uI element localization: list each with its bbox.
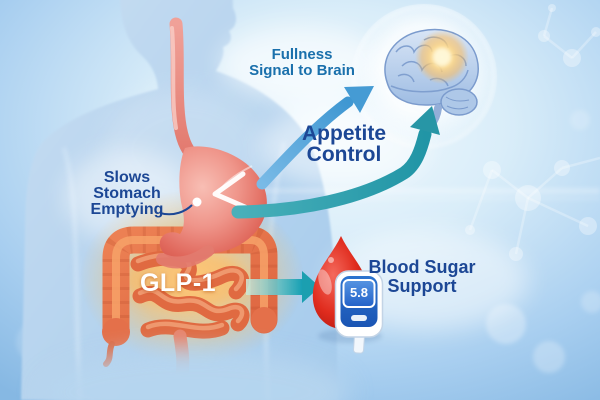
glp1-arrow [246,271,320,303]
molecule-motif [465,4,600,261]
light-streak [250,188,600,200]
stomach-shine-chevron [212,171,248,210]
stomach-leader-line [159,197,202,216]
fullness-arrow [256,86,374,190]
cerebellum [440,88,478,116]
appetite-arrow [231,106,440,219]
duodenum [156,245,214,269]
left-arm-seam [62,147,82,400]
stomach-icon [156,146,267,269]
brain-icon [384,28,479,131]
glucose-meter-icon [334,270,384,354]
meter-screen [342,279,376,308]
meter-button [351,315,367,321]
